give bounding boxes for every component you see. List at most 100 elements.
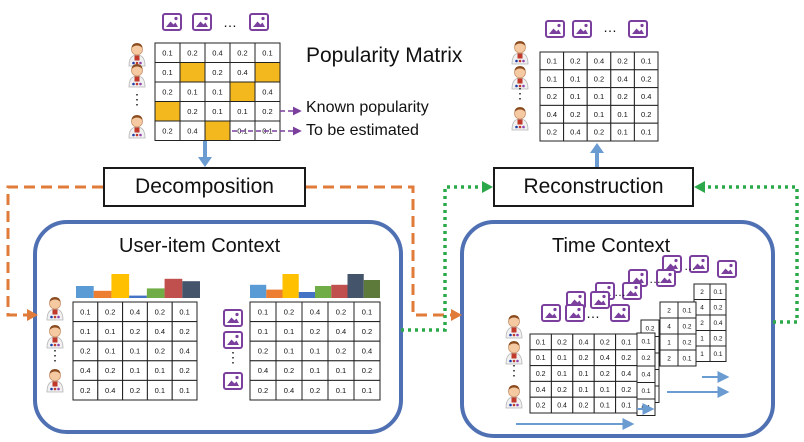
matrix-cell-value: 0.4 [617,74,627,83]
matrix-cell-value: 0.4 [179,347,189,356]
matrix-cell-value: 0.1 [336,386,346,395]
user-icon-ui-2 [46,369,64,393]
matrix-cell-value: 0.1 [130,347,140,356]
matrix-cell [709,345,727,362]
matrix-cell-value: 0.1 [579,387,589,394]
matrix-cell-value: 0.1 [155,366,165,375]
image-icon-top-0 [162,13,182,31]
matrix-cell-value: 0.2 [258,386,268,395]
user-icon-time-1 [505,341,523,365]
user-dot [512,359,516,363]
user-dot [53,387,57,391]
matrix-cell-value: 0.2 [179,327,189,336]
recon-arrow-right-head [694,181,705,193]
user-tie [511,353,517,359]
image-icon-t4-1 [689,255,709,273]
matrix-cell-value: 0.4 [594,57,604,66]
time-context-title: Time Context [552,235,671,257]
user-hair [508,315,520,320]
image-icon-top-1 [192,13,212,31]
image-icon-mountain [545,312,557,318]
user-hair [514,66,526,71]
image-icon-t0-1 [565,304,585,322]
image-icon-sun [557,23,561,28]
matrix-cell-value: 0.2 [536,371,546,378]
matrix-cell-value: 2 [700,289,704,296]
image-icon-sun [174,16,178,21]
matrix-cell-value: 0.2 [621,387,631,394]
matrix-cell-value: 0.1 [557,355,567,362]
matrix-cell-value: 0.4 [579,339,589,346]
image-icon-mountain [570,299,582,305]
user-dot [512,403,516,407]
matrix-cell-value: 0.4 [237,68,247,77]
image-icon-t1-1 [590,291,610,309]
matrix-cell-value: 0.1 [362,307,372,316]
image-icon-sun [607,285,611,290]
image-icon-frame [162,13,182,31]
matrix-cell-value: 2 [700,320,704,327]
image-icon-mountain [227,380,239,386]
matrix-cell-value: 0.2 [155,347,165,356]
ellipsis-text: … [586,305,600,321]
matrix-cell-value: 0.1 [162,48,172,57]
popularity-bar [266,289,283,298]
matrix-cell-value: 0.1 [212,87,222,96]
user-dot [50,387,53,391]
matrix-cell-value: 0.1 [594,92,604,101]
user-tie [517,119,523,125]
user-dot [139,133,142,137]
ellipsis-text: … [614,285,626,299]
matrix-cell-value: 0.2 [162,87,172,96]
decomp-arrow-left-head [27,309,38,321]
recon-arrow-left-head [482,181,493,193]
matrix-cell-value: 0.2 [80,386,90,395]
decomp-arrow-left [6,185,103,317]
matrix-cell-value: 0.2 [130,386,140,395]
ellipsis-text: … [223,14,237,30]
matrix-cell-value: 0.1 [547,57,557,66]
user-icon-pop-1 [128,64,146,88]
image-icon-sun [584,23,588,28]
matrix-cell-value: 0.1 [621,339,631,346]
matrix-cell-value: 0.2 [641,110,651,119]
vdots-text: ⋮ [507,362,521,378]
image-icon-sun [640,23,644,28]
user-tie [52,381,58,387]
user-icon-time-0 [505,315,523,339]
matrix-cell-value: 0.2 [641,355,650,362]
matrix-cell-value: 0.2 [594,128,604,137]
matrix-cell-value: 0.1 [155,386,165,395]
matrix-cell-value: 0.2 [557,339,567,346]
matrix-cell-value: 0.4 [80,366,90,375]
image-icon-frame [545,20,565,38]
user-tie [517,78,523,84]
matrix-cell-value: 0.4 [310,307,320,316]
matrix-cell [154,101,181,122]
image-icon-sun [578,294,582,299]
matrix-cell-value: 0.4 [130,307,140,316]
matrix-cell-value: 4 [700,305,704,312]
user-hair [508,341,520,346]
matrix-cell [204,120,231,141]
matrix-cell-value: 0.2 [105,366,115,375]
user-hair [514,107,526,112]
matrix-cell-value: 0.2 [336,307,346,316]
image-icon-sun [729,263,733,268]
popularity-bar [331,284,348,298]
matrix-cell-value: 0.4 [362,347,372,356]
matrix-cell-value: 0.4 [284,386,294,395]
user-dot [139,61,142,65]
user-hair [514,41,526,46]
matrix-cell-value: 0.1 [617,110,627,119]
matrix-cell-value: 0.1 [237,107,247,116]
matrix-cell-value: 0.1 [594,110,604,119]
matrix-cell-value: 0.1 [187,87,197,96]
matrix-cell-value: 0.2 [594,74,604,83]
matrix-cell-value: 0.4 [336,327,346,336]
